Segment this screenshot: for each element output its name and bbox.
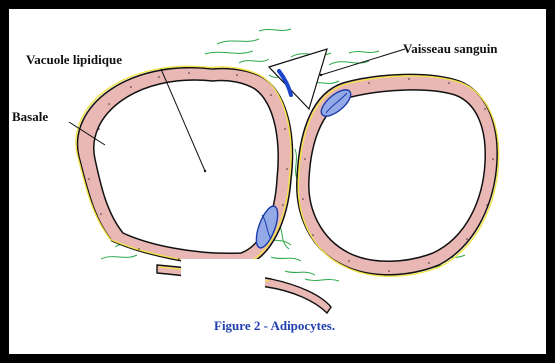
label-vacuole: Vacuole lipidique <box>26 52 122 68</box>
adipocyte-left <box>76 66 293 266</box>
white-mask <box>181 259 265 289</box>
adipocyte-right <box>297 74 499 276</box>
label-vaisseau: Vaisseau sanguin <box>403 41 498 57</box>
figure-caption: Figure 2 - Adipocytes. <box>214 318 335 334</box>
lipid-vacuole <box>94 80 278 253</box>
label-basale: Basale <box>12 109 48 125</box>
figure-panel: Vacuole lipidique Vaisseau sanguin Basal… <box>9 9 546 354</box>
